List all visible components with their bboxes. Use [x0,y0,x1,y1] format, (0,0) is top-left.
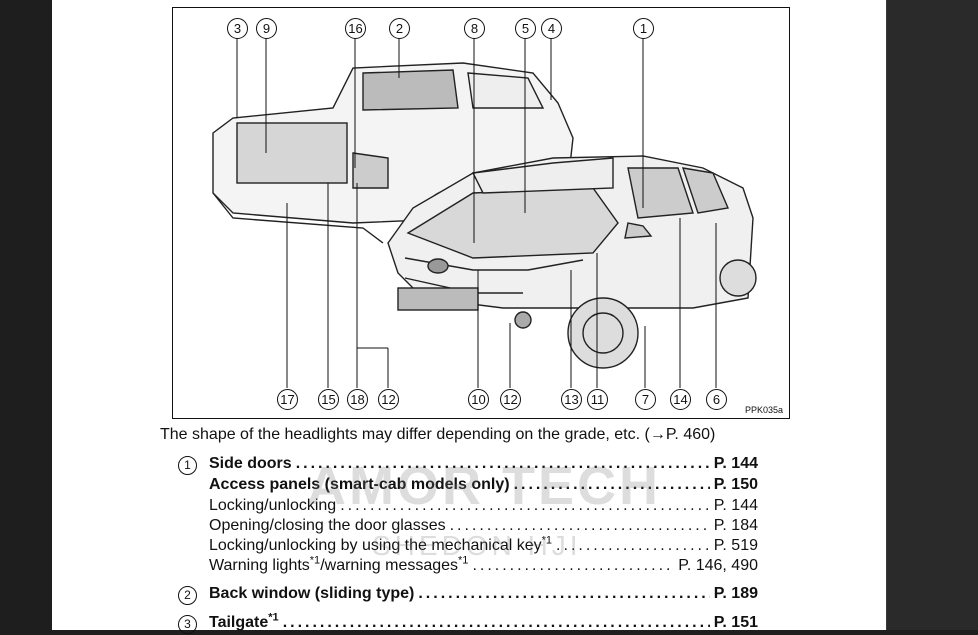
item-label: Side doors [209,455,296,473]
page-reference[interactable]: P. 150 [710,476,758,494]
item-number: 2 [178,586,197,605]
figure-code: PPK035a [745,405,783,415]
callout-10: 10 [468,389,489,410]
callout-13: 13 [561,389,582,410]
truck-illustration [173,8,789,418]
parts-list: 1 Side doors ...........................… [178,455,758,635]
callout-2: 2 [389,18,410,39]
callout-3: 3 [227,18,248,39]
callout-17: 17 [277,389,298,410]
page-reference[interactable]: P. 151 [710,614,758,632]
callout-16: 16 [345,18,366,39]
list-item: 1 Side doors ...........................… [178,455,758,476]
page-reference[interactable]: P. 184 [710,517,758,535]
callout-5: 5 [515,18,536,39]
item-label: Tailgate [209,614,268,631]
callout-6: 6 [706,389,727,410]
callout-18: 18 [347,389,368,410]
footnote-marker: *1 [310,555,320,567]
item-label: Warning lights [209,557,310,574]
footnote-marker: *1 [268,612,278,624]
page-reference[interactable]: P. 144 [710,455,758,473]
page-reference[interactable]: P. 144 [710,497,758,515]
page-reference[interactable]: P. 146, 490 [674,557,758,575]
callout-14: 14 [670,389,691,410]
list-item: Access panels (smart-cab models only) ..… [178,476,758,497]
figure-caption: The shape of the headlights may differ d… [160,426,715,444]
item-label: Locking/unlocking by using the mechanica… [209,537,542,554]
item-label: Locking/unlocking [209,497,340,515]
item-label: Back window (sliding type) [209,585,418,603]
list-item: 3 Tailgate*1 ...........................… [178,614,758,635]
page-reference[interactable]: P. 519 [710,537,758,555]
item-number: 3 [178,615,197,634]
item-label: Access panels (smart-cab models only) [209,476,514,494]
callout-4: 4 [541,18,562,39]
callout-9: 9 [256,18,277,39]
callout-15: 15 [318,389,339,410]
list-item: 2 Back window (sliding type) ...........… [178,585,758,606]
footnote-marker: *1 [542,535,552,547]
item-label-continued: /warning messages [320,557,458,574]
item-number: 1 [178,456,197,475]
viewer-background [886,0,978,630]
callout-7: 7 [635,389,656,410]
vehicle-exterior-figure: 3 9 16 2 8 5 4 1 17 15 18 12 10 12 13 11… [172,7,790,419]
list-item: Opening/closing the door glasses .......… [178,517,758,537]
list-item: Warning lights*1/warning messages*1 ....… [178,557,758,577]
callout-1: 1 [633,18,654,39]
callout-12-rear: 12 [378,389,399,410]
callout-11: 11 [587,389,608,410]
list-item: Locking/unlocking ......................… [178,497,758,517]
callout-12-front: 12 [500,389,521,410]
callout-8: 8 [464,18,485,39]
item-label: Opening/closing the door glasses [209,517,450,535]
page-reference[interactable]: P. 189 [710,585,758,603]
footnote-marker: *1 [458,555,468,567]
manual-page: 3 9 16 2 8 5 4 1 17 15 18 12 10 12 13 11… [52,0,886,630]
